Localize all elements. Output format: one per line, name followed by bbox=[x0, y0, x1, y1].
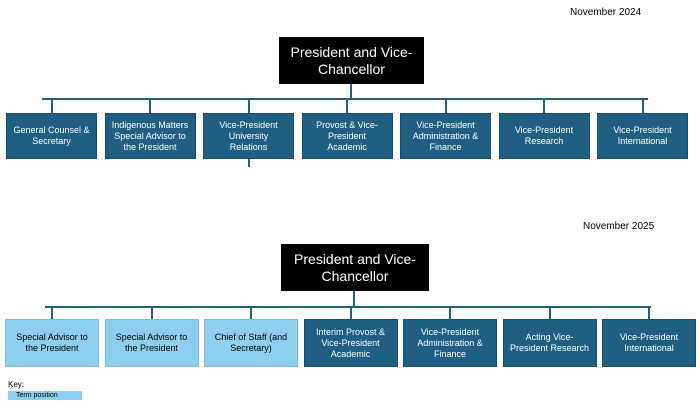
role-box-2024-1: General Counsel & Secretary bbox=[6, 113, 97, 159]
connector-drop-2024-7 bbox=[641, 99, 644, 113]
connector-drop-2024-6 bbox=[543, 99, 545, 113]
connector-drop-2024-2 bbox=[149, 99, 151, 113]
connector-drop-2025-6 bbox=[548, 307, 551, 319]
connector-drop-2024-3 bbox=[247, 99, 250, 113]
key-label: Key: bbox=[8, 380, 25, 389]
connector-drop-2025-2 bbox=[150, 307, 153, 319]
role-box-2025-2: Special Advisor to the President bbox=[104, 319, 199, 367]
role-box-2024-5: Vice-President Administration & Finance bbox=[400, 113, 491, 159]
connector-vertical-2025 bbox=[353, 291, 355, 307]
connector-drop-2025-3 bbox=[250, 307, 252, 319]
date-2024: November 2024 bbox=[570, 7, 642, 18]
connector-drop-2025-5 bbox=[449, 307, 451, 319]
president-box-2025: President and Vice-Chancellor bbox=[281, 244, 429, 291]
connector-drop-2025-4 bbox=[349, 307, 352, 319]
role-box-2024-4: Provost & Vice-President Academic bbox=[301, 113, 393, 159]
connector-drop-2025-7 bbox=[648, 307, 650, 319]
connector-tail-2024 bbox=[248, 159, 250, 167]
date-2025: November 2025 bbox=[583, 221, 655, 232]
connector-horizontal-2025 bbox=[45, 306, 651, 308]
role-box-2024-7: Vice-President International bbox=[597, 113, 688, 159]
role-box-2025-7: Vice-President International bbox=[602, 319, 696, 367]
role-box-2025-4: Interim Provost & Vice-President Academi… bbox=[303, 319, 398, 367]
role-box-2024-6: Vice-President Research bbox=[498, 113, 590, 159]
role-box-2025-6: Acting Vice-President Research bbox=[502, 319, 597, 367]
connector-drop-2024-4 bbox=[346, 99, 348, 113]
connector-vertical-2024 bbox=[350, 84, 352, 99]
connector-drop-2024-1 bbox=[50, 99, 53, 113]
connector-drop-2024-5 bbox=[444, 99, 447, 113]
connector-drop-2025-1 bbox=[51, 307, 53, 319]
role-box-2025-5: Vice-President Administration & Finance bbox=[403, 319, 497, 367]
role-box-2025-1: Special Advisor to the President bbox=[5, 319, 99, 367]
president-box-2024: President and Vice-Chancellor bbox=[279, 37, 424, 84]
role-box-2025-3: Chief of Staff (and Secretary) bbox=[204, 319, 298, 367]
connector-horizontal-2024 bbox=[42, 98, 648, 100]
key-term-position-swatch: Term position bbox=[8, 391, 82, 400]
role-box-2024-2: Indigenous Matters Special Advisor to th… bbox=[104, 113, 196, 159]
role-box-2024-3: Vice-President University Relations bbox=[203, 113, 294, 159]
